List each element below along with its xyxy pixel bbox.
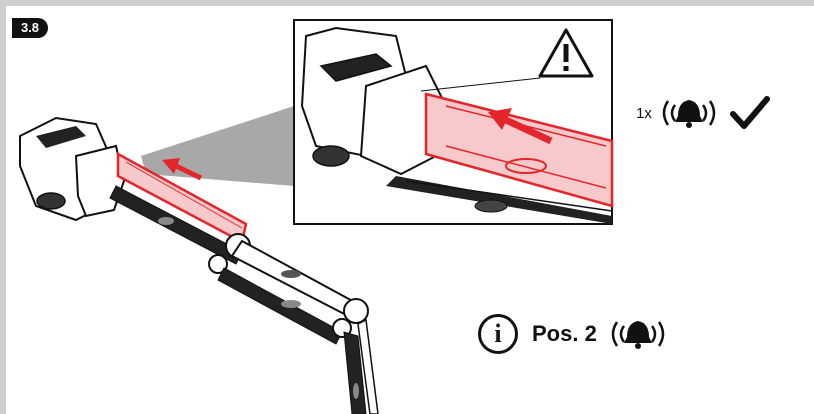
position-note: i Pos. 2 <box>478 314 669 354</box>
lock-body <box>19 116 379 414</box>
bell-ringing-icon <box>611 321 665 349</box>
bell-ringing-icon <box>662 100 716 128</box>
position-label: Pos. 2 <box>532 321 597 346</box>
zoom-callout <box>293 19 614 225</box>
warning-triangle-icon <box>420 28 594 92</box>
step-badge: 3.8 <box>12 18 48 38</box>
callout-cone <box>141 106 294 186</box>
lock-illustration <box>19 19 614 414</box>
info-icon: i <box>478 314 518 354</box>
checkmark-icon <box>729 96 770 129</box>
push-direction-arrow <box>488 108 553 145</box>
beep-count-label: 1x <box>636 104 652 122</box>
beep-confirmation: 1x <box>636 96 770 130</box>
